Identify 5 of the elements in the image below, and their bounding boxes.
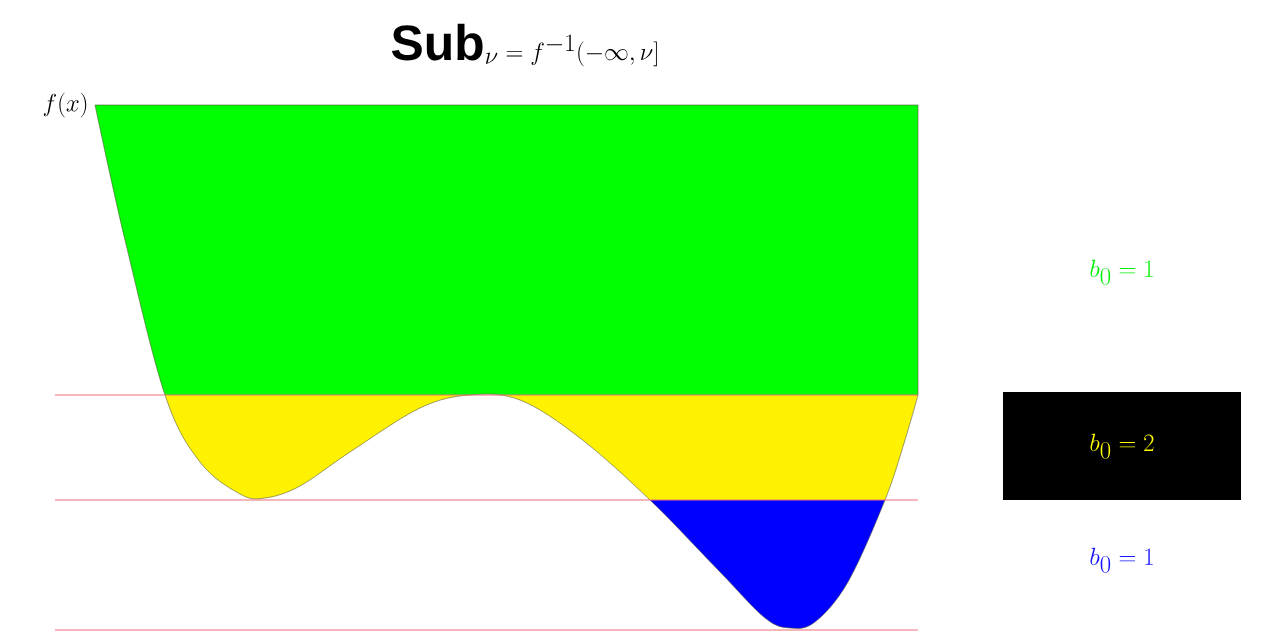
title: $\textbf{Sub}_{\nu} = f^{-1}(-\infty, \nu]$	[391, 23, 657, 67]
betti-number-label: $b_0 = 2$	[1003, 392, 1241, 500]
betti-number-label: $b_0 = 1$	[1090, 259, 1153, 285]
axis-label: $f(x)$	[43, 92, 87, 118]
betti-number-label: $b_0 = 1$	[1090, 547, 1153, 573]
